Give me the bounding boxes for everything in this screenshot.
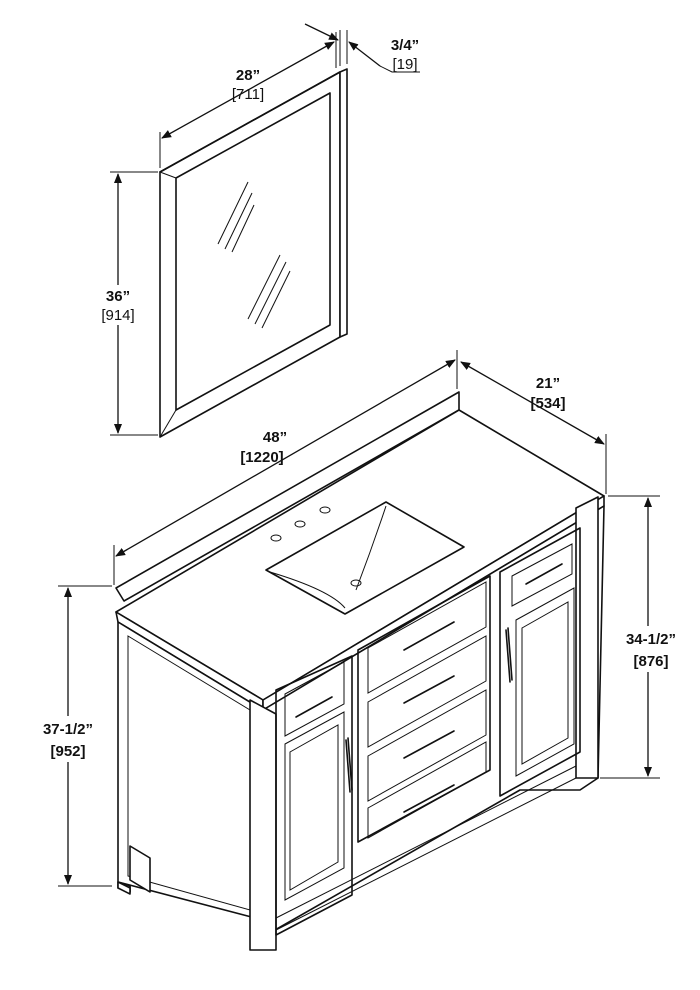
total-height-in: 37-1/2” bbox=[43, 721, 93, 738]
glass-reflection-icon bbox=[217, 181, 291, 329]
vanity-width-mm: [1220] bbox=[240, 449, 283, 466]
drawer-handle-icon bbox=[525, 563, 563, 585]
left-door-frame bbox=[275, 655, 353, 936]
left-small-drawer bbox=[284, 661, 345, 737]
right-small-drawer bbox=[511, 543, 573, 607]
door-handle-icon bbox=[507, 627, 513, 681]
drawer-handle-icon bbox=[403, 784, 455, 813]
drawer-handle-icon bbox=[403, 621, 455, 651]
vanity-depth-in: 21” bbox=[536, 375, 560, 392]
mirror-frame-front bbox=[159, 71, 341, 438]
right-door-panel bbox=[515, 587, 575, 777]
door-handle-icon bbox=[347, 737, 353, 791]
center-drawer-1 bbox=[367, 581, 487, 694]
vanity-depth-mm: [534] bbox=[530, 395, 565, 412]
mirror-depth-mm: [19] bbox=[392, 56, 417, 73]
vanity-width-in: 48” bbox=[263, 429, 287, 446]
drawer-handle-icon bbox=[295, 696, 333, 718]
vanity-depth-dimension: 21” [534] bbox=[460, 361, 607, 494]
drawer-handle-icon bbox=[403, 730, 455, 759]
mirror-width-mm: [711] bbox=[232, 86, 264, 103]
mirror-depth-dimension: 3/4” [19] bbox=[304, 23, 420, 73]
counter-height-dimension: 34-1/2” [876] bbox=[600, 495, 684, 779]
center-drawer-4 bbox=[367, 741, 487, 839]
left-door-panel bbox=[284, 711, 345, 901]
center-drawer-3 bbox=[367, 689, 487, 802]
vanity-cabinet bbox=[117, 496, 605, 951]
center-drawer-stack bbox=[357, 575, 491, 843]
mirror bbox=[159, 68, 348, 438]
total-height-mm: [952] bbox=[50, 743, 85, 760]
center-drawer-2 bbox=[367, 635, 487, 748]
counter-height-in: 34-1/2” bbox=[626, 631, 676, 648]
mirror-width-dimension: 28” [711] bbox=[159, 32, 337, 168]
mirror-depth-in: 3/4” bbox=[391, 37, 419, 54]
mirror-width-in: 28” bbox=[236, 67, 260, 84]
vanity-width-dimension: 48” [1220] bbox=[113, 350, 458, 585]
total-height-dimension: 37-1/2” [952] bbox=[30, 585, 112, 887]
mirror-height-mm: [914] bbox=[101, 307, 134, 324]
drain-icon bbox=[350, 579, 362, 587]
mirror-height-in: 36” bbox=[106, 288, 130, 305]
drawer-handle-icon bbox=[403, 675, 455, 704]
counter-height-mm: [876] bbox=[633, 653, 668, 670]
right-door-frame bbox=[499, 527, 581, 797]
mirror-frame-side bbox=[339, 68, 348, 338]
mirror-height-dimension: 36” [914] bbox=[92, 171, 158, 436]
